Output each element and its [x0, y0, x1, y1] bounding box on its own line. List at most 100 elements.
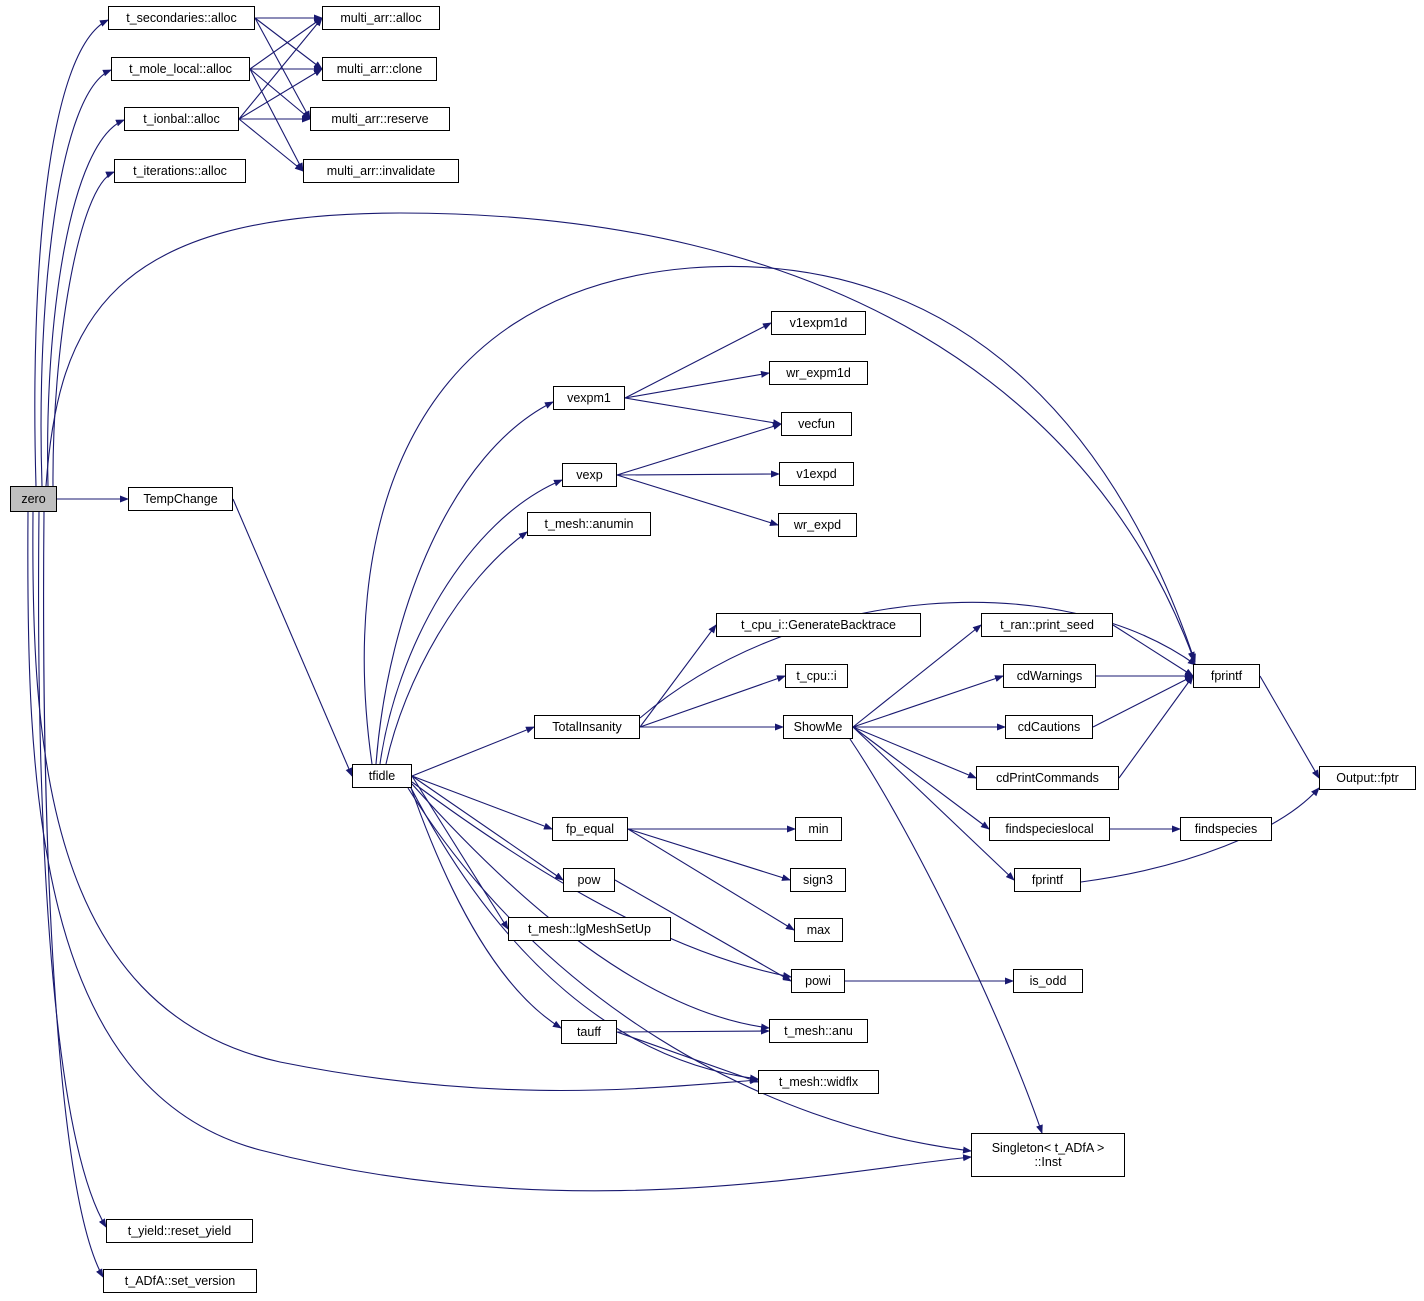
edge-tfidle-to-vexp	[379, 479, 563, 765]
node-tfidle[interactable]: tfidle	[352, 764, 412, 788]
edge-tfidle-to-t_mesh_lgMeshSetUp	[411, 775, 509, 930]
edge-fp_equal-to-sign3	[627, 828, 791, 881]
edge-TotalInsanity-to-fprintf_a	[639, 601, 1197, 719]
edge-tfidle-to-t_mesh_widflx	[409, 785, 759, 1082]
edge-cdPrintCommands-to-fprintf_a	[1118, 675, 1194, 779]
edge-fprintf_b-to-output_fptr	[1080, 787, 1320, 883]
edge-zero-to-t_mole_local_alloc	[40, 69, 112, 487]
edge-zero-to-t_yield_reset_yield	[38, 511, 107, 1228]
edge-vexp-to-v1expd	[616, 470, 780, 478]
node-t_mesh_anu[interactable]: t_mesh::anu	[769, 1019, 868, 1043]
node-v1expm1d[interactable]: v1expm1d	[771, 311, 866, 335]
node-output_fptr[interactable]: Output::fptr	[1319, 766, 1416, 790]
node-TotalInsanity[interactable]: TotalInsanity	[534, 715, 640, 739]
node-multi_arr_reserve[interactable]: multi_arr::reserve	[310, 107, 450, 131]
edge-tfidle-to-singleton_inst	[407, 787, 972, 1154]
edge-tfidle-to-vexpm1	[375, 401, 554, 765]
node-TempChange[interactable]: TempChange	[128, 487, 233, 511]
edge-TempChange-to-tfidle	[232, 498, 353, 777]
edge-tfidle-to-t_mesh_anumin	[385, 531, 528, 765]
node-powi[interactable]: powi	[791, 969, 845, 993]
edge-tauff-to-t_mesh_widflx	[616, 1031, 759, 1083]
node-cdPrintCommands[interactable]: cdPrintCommands	[976, 766, 1119, 790]
node-t_adfa_set_version[interactable]: t_ADfA::set_version	[103, 1269, 257, 1293]
edge-zero-to-singleton_inst	[27, 511, 972, 1192]
node-multi_arr_invalidate[interactable]: multi_arr::invalidate	[303, 159, 459, 183]
node-pow[interactable]: pow	[563, 868, 615, 892]
edge-ShowMe-to-singleton_inst	[849, 738, 1043, 1134]
edge-ShowMe-to-cdPrintCommands	[852, 726, 977, 779]
edge-tfidle-to-tauff	[409, 784, 562, 1029]
edge-fprintf_a-to-output_fptr	[1259, 675, 1320, 779]
node-t_cpu_i[interactable]: t_cpu::i	[785, 664, 848, 688]
node-v1expd[interactable]: v1expd	[779, 462, 854, 486]
node-t_cpu_i_GenerateBacktrace[interactable]: t_cpu_i::GenerateBacktrace	[716, 613, 921, 637]
node-wr_expd[interactable]: wr_expd	[778, 513, 857, 537]
node-t_mesh_widflx[interactable]: t_mesh::widflx	[758, 1070, 879, 1094]
edge-tfidle-to-pow	[411, 775, 564, 881]
edge-vexpm1-to-vecfun	[624, 397, 782, 427]
node-wr_expm1d[interactable]: wr_expm1d	[769, 361, 868, 385]
node-tauff[interactable]: tauff	[561, 1020, 617, 1044]
edge-tfidle-to-fprintf_a	[363, 265, 1196, 765]
node-t_mole_local_alloc[interactable]: t_mole_local::alloc	[111, 57, 250, 81]
node-vexp[interactable]: vexp	[562, 463, 617, 487]
edge-cdCautions-to-fprintf_a	[1092, 675, 1194, 728]
edge-zero-to-t_iterations_alloc	[52, 171, 115, 487]
node-min[interactable]: min	[795, 817, 842, 841]
edge-tauff-to-t_mesh_anu	[616, 1027, 770, 1035]
edge-t_ionbal_alloc-to-multi_arr_invalidate	[238, 118, 304, 172]
edge-zero-to-fprintf_a	[45, 212, 1195, 661]
node-vecfun[interactable]: vecfun	[781, 412, 852, 436]
edge-vexp-to-vecfun	[616, 423, 782, 476]
edge-vexp-to-wr_expd	[616, 474, 779, 526]
node-cdWarnings[interactable]: cdWarnings	[1003, 664, 1096, 688]
edge-t_mole_local_alloc-to-multi_arr_alloc	[249, 17, 323, 70]
node-singleton_inst[interactable]: Singleton< t_ADfA > ::Inst	[971, 1133, 1125, 1177]
edge-tfidle-to-powi	[411, 781, 792, 979]
edge-vexpm1-to-wr_expm1d	[624, 370, 770, 399]
node-t_secondaries_alloc[interactable]: t_secondaries::alloc	[108, 6, 255, 30]
node-t_ionbal_alloc[interactable]: t_ionbal::alloc	[124, 107, 239, 131]
node-t_mesh_anumin[interactable]: t_mesh::anumin	[527, 512, 651, 536]
node-t_ran_print_seed[interactable]: t_ran::print_seed	[981, 613, 1113, 637]
node-cdCautions[interactable]: cdCautions	[1005, 715, 1093, 739]
node-findspecieslocal[interactable]: findspecieslocal	[989, 817, 1110, 841]
node-t_iterations_alloc[interactable]: t_iterations::alloc	[114, 159, 246, 183]
node-t_yield_reset_yield[interactable]: t_yield::reset_yield	[106, 1219, 253, 1243]
node-max[interactable]: max	[794, 918, 843, 942]
edge-TotalInsanity-to-t_cpu_i	[639, 675, 786, 728]
node-fprintf_b[interactable]: fprintf	[1014, 868, 1081, 892]
node-fprintf_a[interactable]: fprintf	[1193, 664, 1260, 688]
node-multi_arr_alloc[interactable]: multi_arr::alloc	[322, 6, 440, 30]
edge-t_ionbal_alloc-to-multi_arr_clone	[238, 68, 323, 120]
edge-ShowMe-to-fprintf_b	[852, 726, 1015, 881]
edge-tfidle-to-t_mesh_anu	[411, 783, 770, 1031]
edge-tfidle-to-TotalInsanity	[411, 726, 535, 777]
edge-zero-to-t_mesh_widflx	[32, 511, 759, 1092]
edge-zero-to-t_ionbal_alloc	[47, 119, 125, 487]
node-fp_equal[interactable]: fp_equal	[552, 817, 628, 841]
node-sign3[interactable]: sign3	[790, 868, 846, 892]
edge-t_ionbal_alloc-to-multi_arr_alloc	[238, 17, 323, 120]
edge-zero-to-t_adfa_set_version	[43, 511, 104, 1278]
edge-pow-to-powi	[614, 879, 792, 982]
edge-ShowMe-to-cdWarnings	[852, 675, 1004, 728]
edge-ShowMe-to-findspecieslocal	[852, 726, 990, 830]
edge-t_mole_local_alloc-to-multi_arr_invalidate	[249, 68, 304, 172]
edge-vexpm1-to-v1expm1d	[624, 322, 772, 399]
edge-TotalInsanity-to-t_cpu_i_GenerateBacktrace	[639, 624, 717, 728]
edge-fp_equal-to-max	[627, 828, 795, 931]
node-ShowMe[interactable]: ShowMe	[783, 715, 853, 739]
edge-ShowMe-to-t_ran_print_seed	[852, 624, 982, 728]
node-is_odd[interactable]: is_odd	[1013, 969, 1083, 993]
edge-tfidle-to-fp_equal	[411, 775, 553, 830]
node-vexpm1[interactable]: vexpm1	[553, 386, 625, 410]
node-t_mesh_lgMeshSetUp[interactable]: t_mesh::lgMeshSetUp	[508, 917, 671, 941]
node-findspecies[interactable]: findspecies	[1180, 817, 1272, 841]
node-zero[interactable]: zero	[10, 486, 57, 512]
node-multi_arr_clone[interactable]: multi_arr::clone	[322, 57, 437, 81]
edge-t_secondaries_alloc-to-multi_arr_clone	[254, 17, 323, 70]
